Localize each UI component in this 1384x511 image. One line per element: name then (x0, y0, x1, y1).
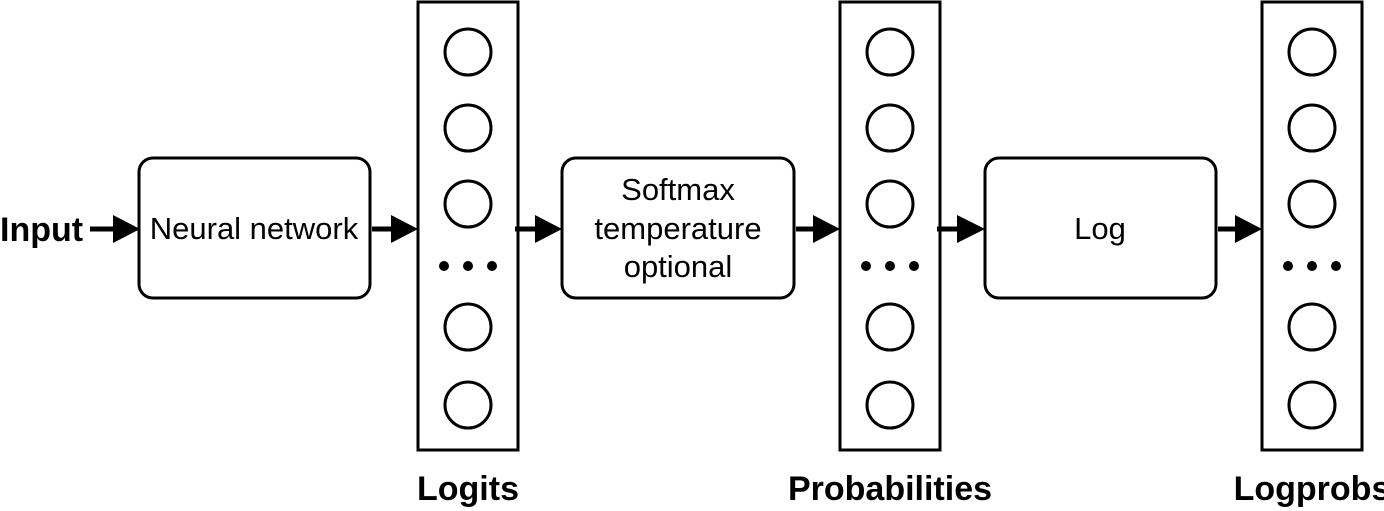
arrow-probabilities-to-log (937, 215, 985, 243)
log-box: Log (983, 156, 1218, 300)
softmax-label-line3: optional (624, 249, 733, 284)
logprobs-label: Logprobs (1234, 470, 1384, 508)
logits-column (416, 0, 520, 452)
logits-label: Logits (417, 470, 519, 508)
log-label: Log (1074, 211, 1126, 246)
logprobs-column (1260, 0, 1364, 452)
arrow-softmax-to-probabilities (796, 215, 840, 243)
probabilities-label: Probabilities (788, 470, 992, 508)
softmax-label-line2: temperature (594, 211, 761, 246)
arrow-log-to-logprobs (1218, 215, 1262, 243)
input-label: Input (0, 211, 83, 249)
probabilities-column (838, 0, 942, 452)
arrow-input-to-network (90, 215, 140, 243)
neural-network-box: Neural network (137, 156, 372, 300)
softmax-label-line1: Softmax (621, 172, 735, 207)
softmax-box: Softmax temperature optional (560, 156, 796, 300)
arrow-network-to-logits (372, 215, 418, 243)
neural-network-label: Neural network (150, 211, 359, 246)
arrow-logits-to-softmax (515, 215, 562, 243)
